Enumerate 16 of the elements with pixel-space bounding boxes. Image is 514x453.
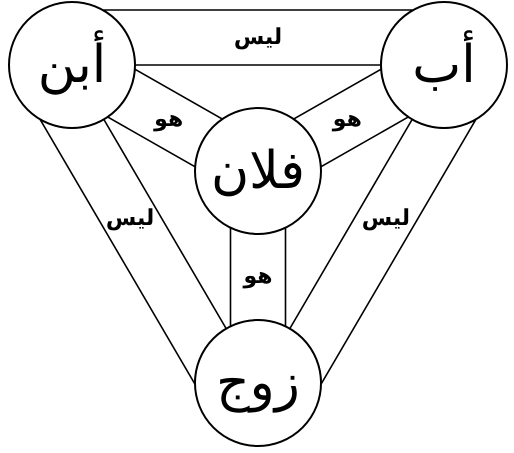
term-circle: فلان <box>194 107 322 235</box>
term-circle: زوج <box>194 319 322 447</box>
band-connector <box>106 68 224 168</box>
edge-label: هو <box>332 108 362 132</box>
band-connector <box>102 9 414 66</box>
band-connector <box>39 118 227 386</box>
band-connector <box>230 226 286 328</box>
edge-label: هو <box>154 108 184 132</box>
band-connector <box>289 118 477 386</box>
edge-label: ليس <box>106 206 154 231</box>
term-circle: أبن <box>8 1 136 129</box>
band-connector <box>292 68 410 168</box>
edge-label: ليس <box>362 206 410 231</box>
edge-label: هو <box>243 264 273 290</box>
edge-label: ليس <box>234 25 282 50</box>
term-circle: أب <box>380 1 508 129</box>
